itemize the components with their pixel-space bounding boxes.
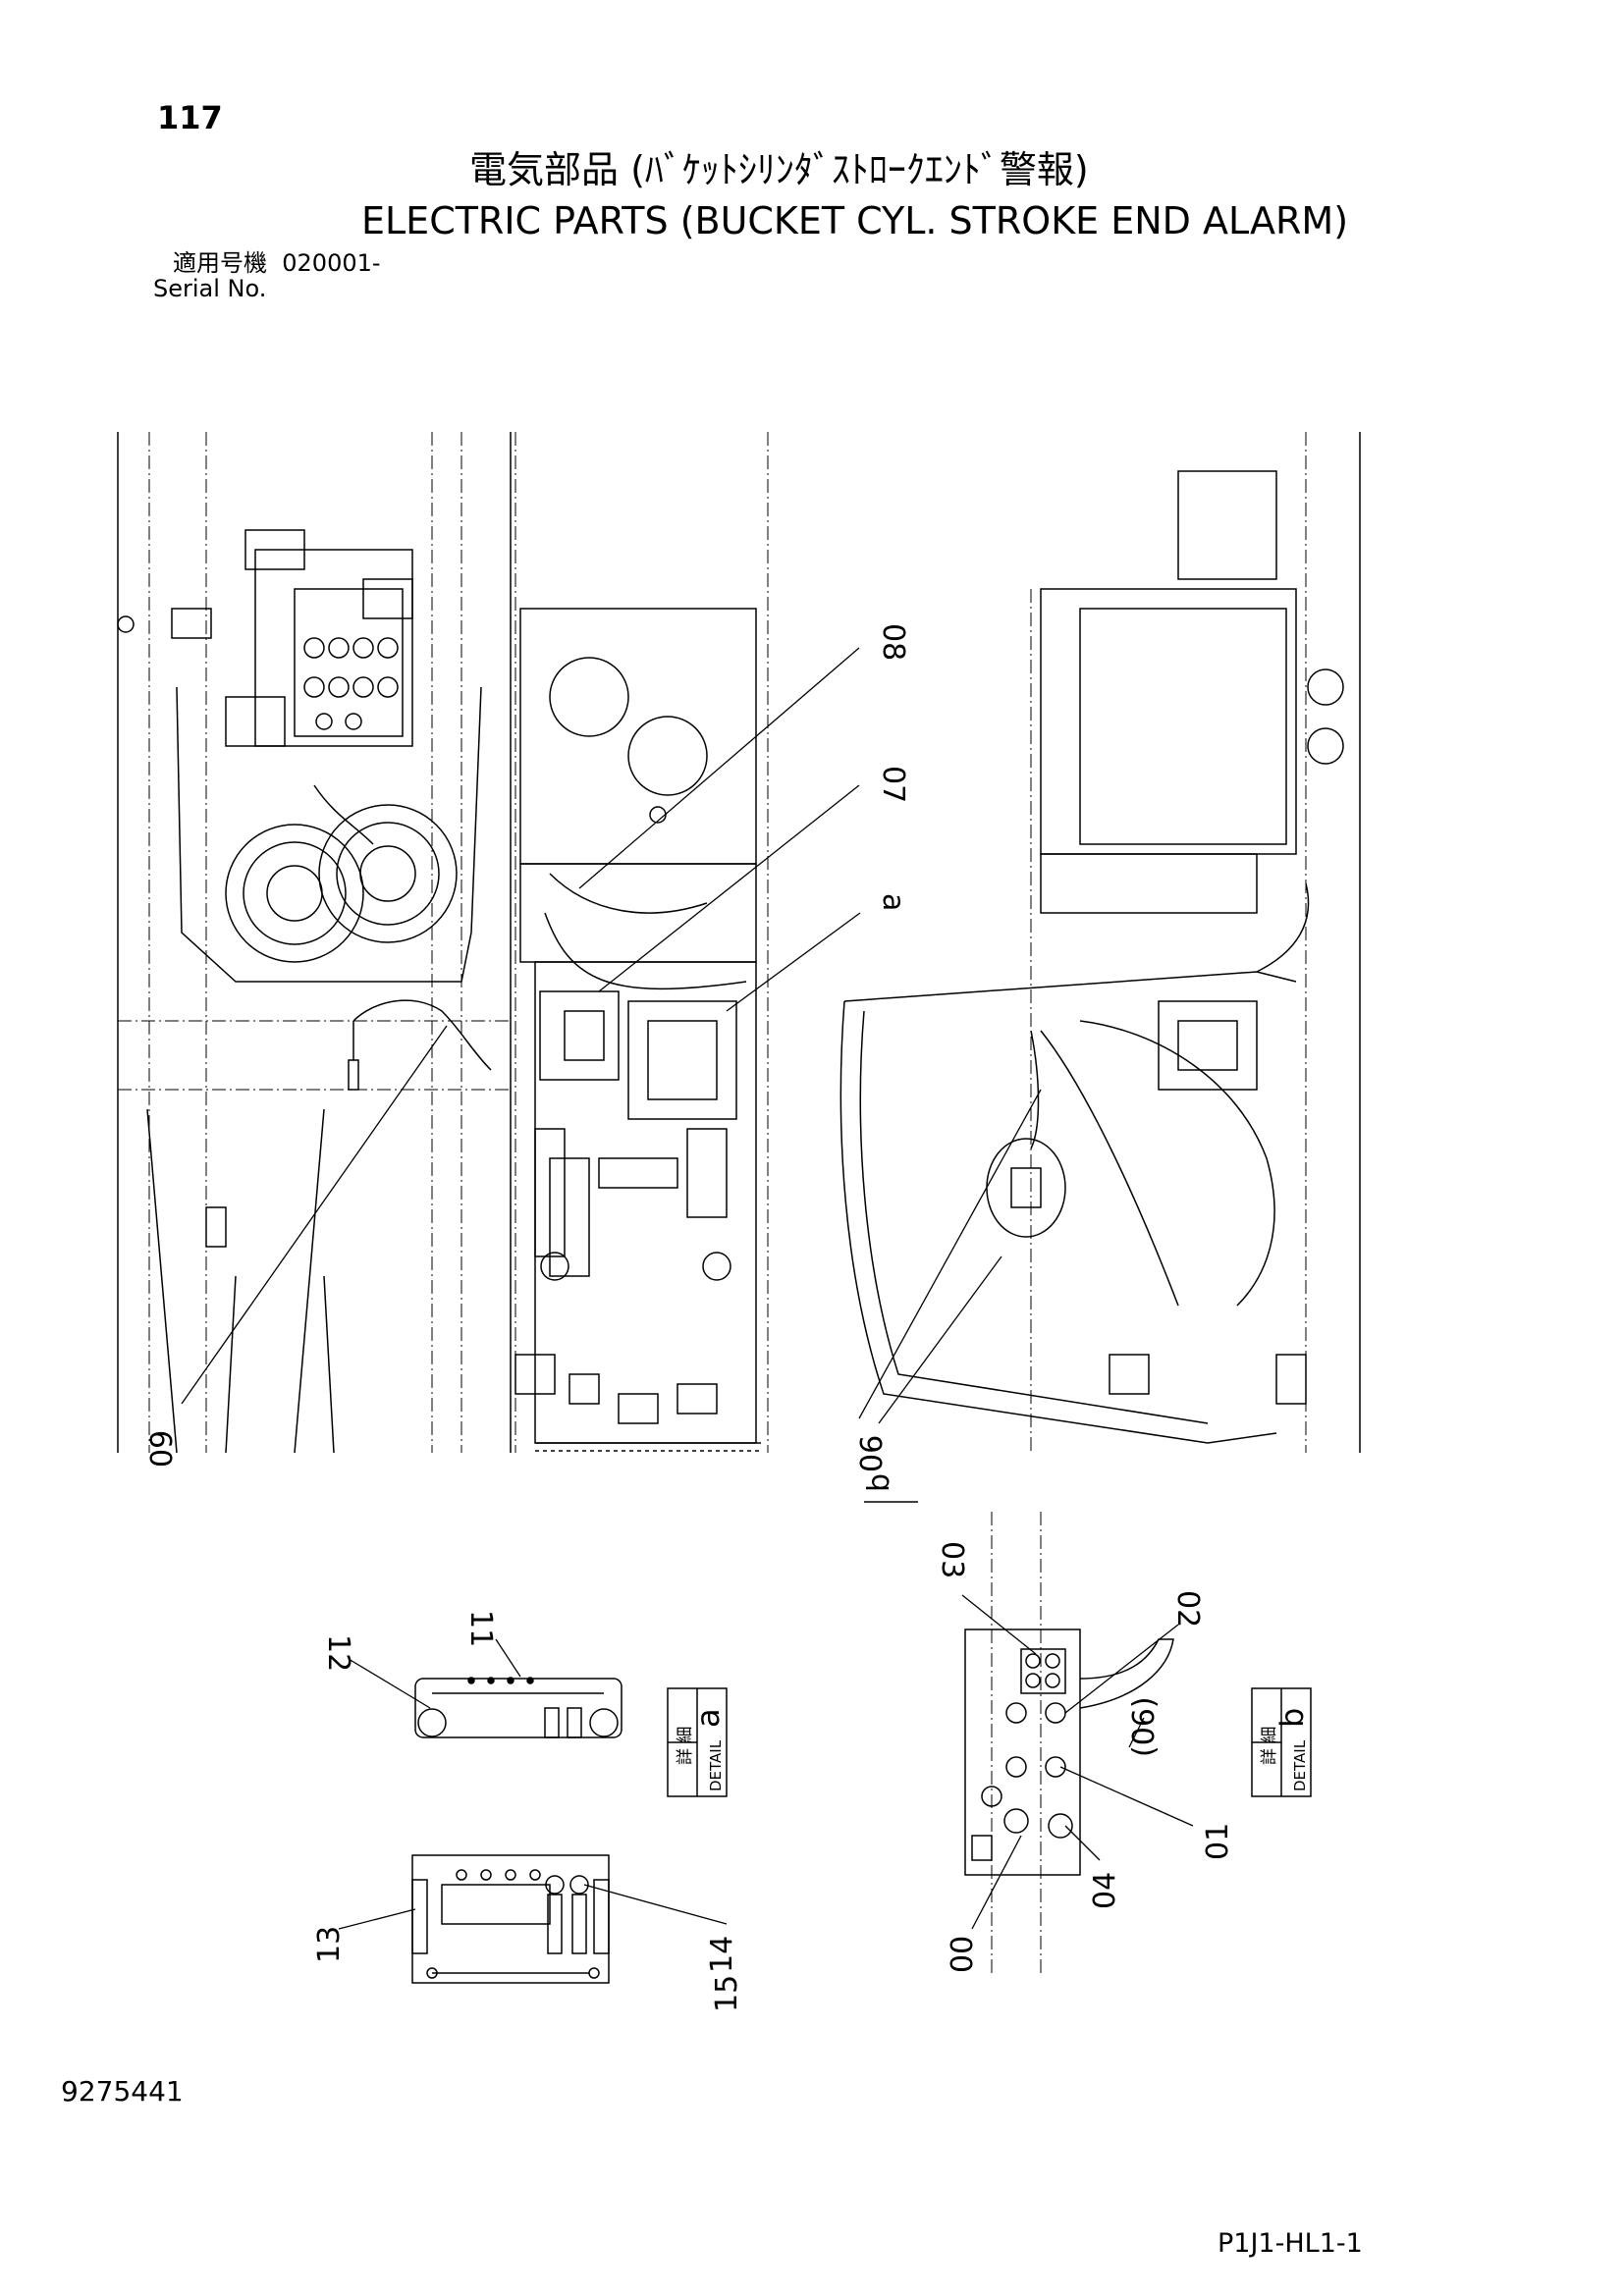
detail-a-label-box: [667, 1687, 728, 1797]
serial-label-jp-text: 適用号機: [173, 249, 267, 277]
page-number: 117: [157, 99, 223, 136]
callout-04: 04: [1088, 1872, 1122, 1909]
callout-07: 07: [876, 766, 910, 803]
callout-06-parenthesized: (06): [1127, 1696, 1162, 1757]
sheet-code: P1J1-HL1-1: [1218, 2228, 1363, 2259]
battery-box: [1040, 470, 1344, 914]
detail-b-location: [986, 1138, 1066, 1238]
detail-b-switch-panel: [964, 1512, 1174, 1973]
callout-09: 09: [145, 1430, 180, 1468]
detail-a-front-view: [411, 1854, 610, 1984]
detail-a-en: DETAIL: [707, 1739, 725, 1791]
callout-14: 14: [705, 1936, 739, 1973]
detail-a-letter: a: [689, 1708, 727, 1728]
control-valve-block: [117, 529, 413, 747]
callout-00: 00: [946, 1936, 980, 1973]
detail-b-en: DETAIL: [1291, 1739, 1309, 1791]
callout-a: a: [876, 893, 910, 911]
document-number: 9275441: [61, 2075, 184, 2108]
callout-15: 15: [710, 1975, 744, 2012]
serial-value: 020001-: [282, 249, 381, 277]
swing-motors: [225, 784, 458, 963]
callout-08: 08: [876, 623, 910, 661]
callout-06: 06: [855, 1435, 890, 1472]
callout-12: 12: [321, 1634, 355, 1672]
detail-b-letter: b: [1273, 1708, 1311, 1728]
title-japanese: 電気部品 (ﾊﾞｹｯﾄｼﾘﾝﾀﾞｽﾄﾛｰｸｴﾝﾄﾞ警報): [469, 148, 1089, 191]
callout-11: 11: [463, 1610, 498, 1647]
title-english: ELECTRIC PARTS (BUCKET CYL. STROKE END A…: [361, 199, 1349, 242]
callout-13: 13: [312, 1926, 347, 1963]
detail-a-top-view: [414, 1677, 623, 1738]
controller-console: [514, 990, 737, 1424]
detail-b-jp: 詳 細: [1260, 1727, 1279, 1765]
center-assembly-view: [514, 432, 769, 1453]
detail-b-label-box: [1251, 1687, 1312, 1797]
callout-01: 01: [1201, 1823, 1235, 1860]
callout-03: 03: [935, 1541, 969, 1578]
serial-label-japanese: 適用号機 020001-: [173, 251, 381, 275]
detail-a-jp: 詳 細: [676, 1727, 695, 1765]
right-assembly-view: [839, 432, 1361, 1453]
left-assembly-view: [117, 432, 512, 1454]
callout-b: b: [862, 1473, 896, 1492]
leader-lines: [181, 647, 1194, 1930]
callout-02: 02: [1170, 1590, 1205, 1628]
serial-label-english: Serial No.: [153, 275, 267, 302]
cab-outline: [839, 971, 1307, 1444]
